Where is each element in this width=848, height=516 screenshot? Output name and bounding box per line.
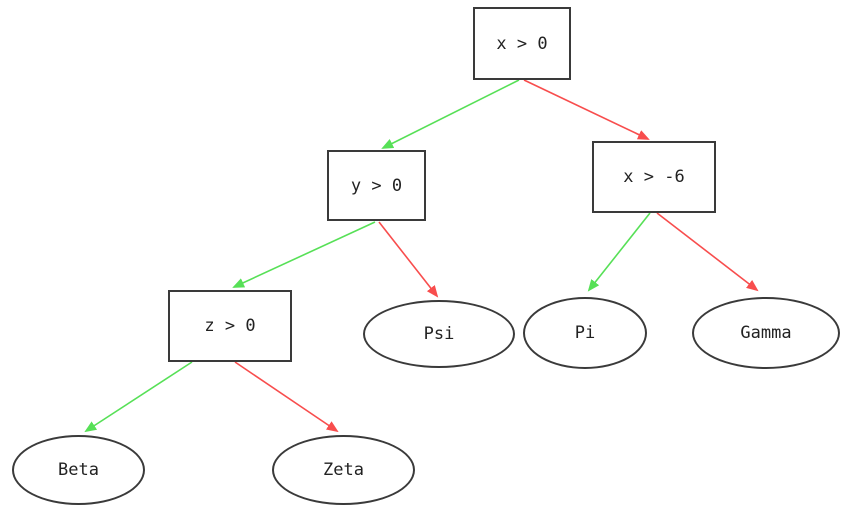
leaf-zeta: Zeta [272,435,415,505]
leaf-beta: Beta [12,435,145,505]
edge-x-gt-neg6-to-pi-true [587,212,651,292]
leaf-gamma-label: Gamma [740,323,792,343]
edge-y-gt-0-to-psi-false [378,221,439,298]
edge-x-gt-0-to-x-gt-neg6-false [523,79,650,140]
node-x-gt-0: x > 0 [473,7,571,80]
leaf-pi-label: Pi [574,323,596,343]
node-x-gt-neg6: x > -6 [592,141,716,213]
leaf-psi-label: Psi [423,324,455,344]
edge-z-gt-0-to-beta-true [84,361,193,433]
edge-x-gt-neg6-to-gamma-false [656,212,759,292]
edge-y-gt-0-to-z-gt-0-true [232,221,376,288]
node-x-gt-0-label: x > 0 [496,33,548,54]
leaf-psi: Psi [363,300,515,368]
leaf-pi: Pi [523,297,647,369]
node-z-gt-0-label: z > 0 [204,316,256,336]
edge-x-gt-0-to-y-gt-0-true [381,79,520,149]
node-y-gt-0: y > 0 [327,150,426,221]
leaf-gamma: Gamma [692,297,840,369]
leaf-zeta-label: Zeta [323,460,364,480]
node-y-gt-0-label: y > 0 [350,175,403,196]
edge-z-gt-0-to-zeta-false [234,361,339,433]
node-z-gt-0: z > 0 [168,290,292,362]
leaf-beta-label: Beta [58,460,99,480]
node-x-gt-neg6-label: x > -6 [623,167,685,187]
